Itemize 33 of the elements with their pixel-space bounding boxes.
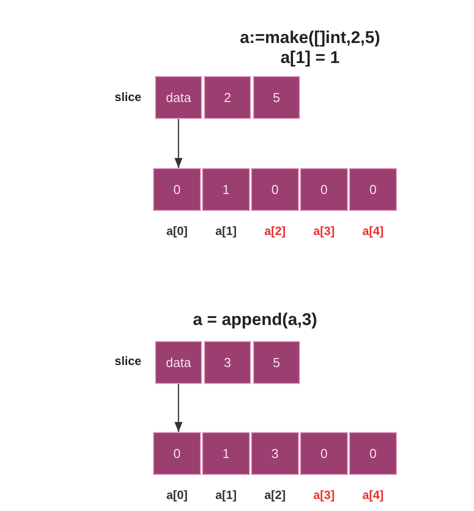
array-element-box: 1 bbox=[202, 168, 250, 211]
index-label: a[1] bbox=[215, 225, 237, 239]
array-element-box: 0 bbox=[153, 432, 201, 475]
row-label: slice bbox=[114, 355, 142, 369]
index-label: a[0] bbox=[166, 225, 188, 239]
slice-field-box: data bbox=[155, 76, 202, 119]
index-label: a[4] bbox=[362, 225, 384, 239]
index-label: a[1] bbox=[215, 489, 237, 503]
array-element-box: 0 bbox=[300, 432, 348, 475]
array-element-box: 0 bbox=[349, 168, 397, 211]
slice-field-box: 5 bbox=[253, 341, 300, 384]
pointer-arrow bbox=[174, 119, 182, 168]
index-label: a[2] bbox=[264, 489, 286, 503]
array-element-box: 0 bbox=[153, 168, 201, 211]
slice-field-box: 3 bbox=[204, 341, 251, 384]
array-element-box: 0 bbox=[349, 432, 397, 475]
index-label: a[4] bbox=[362, 489, 384, 503]
code-statement: a:=make([]int,2,5) bbox=[240, 28, 380, 48]
code-statement: a = append(a,3) bbox=[192, 310, 318, 330]
index-label: a[3] bbox=[313, 225, 335, 239]
array-element-box: 3 bbox=[251, 432, 299, 475]
index-label: a[3] bbox=[313, 489, 335, 503]
array-element-box: 0 bbox=[300, 168, 348, 211]
array-element-box: 1 bbox=[202, 432, 250, 475]
pointer-arrow bbox=[174, 384, 182, 432]
slice-field-box: 2 bbox=[204, 76, 251, 119]
slice-field-box: 5 bbox=[253, 76, 300, 119]
slice-field-box: data bbox=[155, 341, 202, 384]
array-element-box: 0 bbox=[251, 168, 299, 211]
index-label: a[0] bbox=[166, 489, 188, 503]
index-label: a[2] bbox=[264, 225, 286, 239]
code-statement: a[1] = 1 bbox=[280, 48, 340, 68]
row-label: slice bbox=[114, 91, 142, 105]
